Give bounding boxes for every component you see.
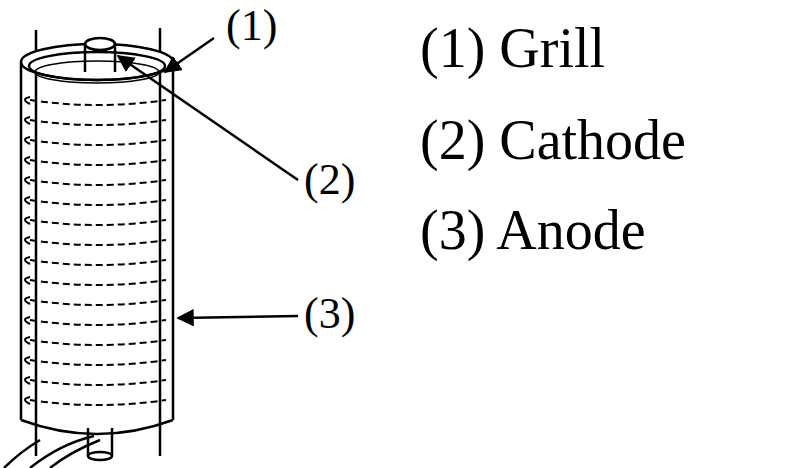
part-key: (3) Anode [420, 202, 646, 258]
callout-number: (3) [304, 292, 355, 336]
part-key: (2) Cathode [420, 112, 686, 168]
part-key: (1) Grill [420, 20, 605, 76]
callout-number: (1) [226, 4, 277, 48]
callout-number: (2) [304, 158, 355, 202]
